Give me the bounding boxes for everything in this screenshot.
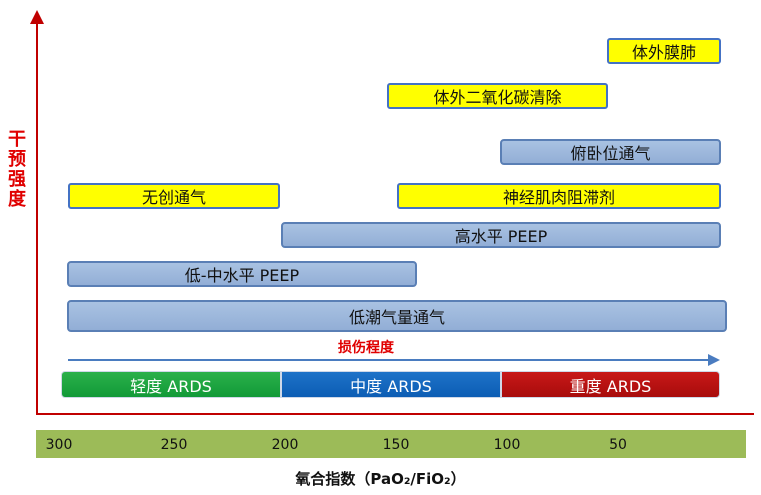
y-axis-arrow-icon [30,10,44,24]
tick-label: 250 [160,437,188,453]
oxygenation-scale-band [36,430,746,458]
bar-ecmo: 体外膜肺 [607,38,721,64]
x-axis-title: 氧合指数（PaO₂/FiO₂） [295,470,466,488]
damage-arrow-head-icon [708,354,720,366]
tick-label: 150 [382,437,410,453]
severity-severe: 重度 ARDS [501,371,720,398]
bar-low-mid-peep: 低-中水平 PEEP [67,261,417,287]
damage-arrow [68,359,711,361]
tick-label: 200 [271,437,299,453]
bar-low-tidal-volume: 低潮气量通气 [67,300,727,332]
bar-prone-ventilation: 俯卧位通气 [500,139,721,165]
damage-label: 损伤程度 [338,340,394,356]
y-axis-label: 干 预 强 度 [8,129,26,210]
tick-label: 50 [609,437,627,453]
severity-mild: 轻度 ARDS [61,371,281,398]
bar-noninvasive-ventilation: 无创通气 [68,183,280,209]
severity-moderate: 中度 ARDS [281,371,501,398]
y-axis [36,22,38,415]
bar-ecco2r: 体外二氧化碳清除 [387,83,608,109]
bar-high-peep: 高水平 PEEP [281,222,721,248]
tick-label: 100 [493,437,521,453]
bar-neuromuscular-blockade: 神经肌肉阻滞剂 [397,183,721,209]
x-axis [36,413,754,415]
tick-label: 300 [45,437,73,453]
